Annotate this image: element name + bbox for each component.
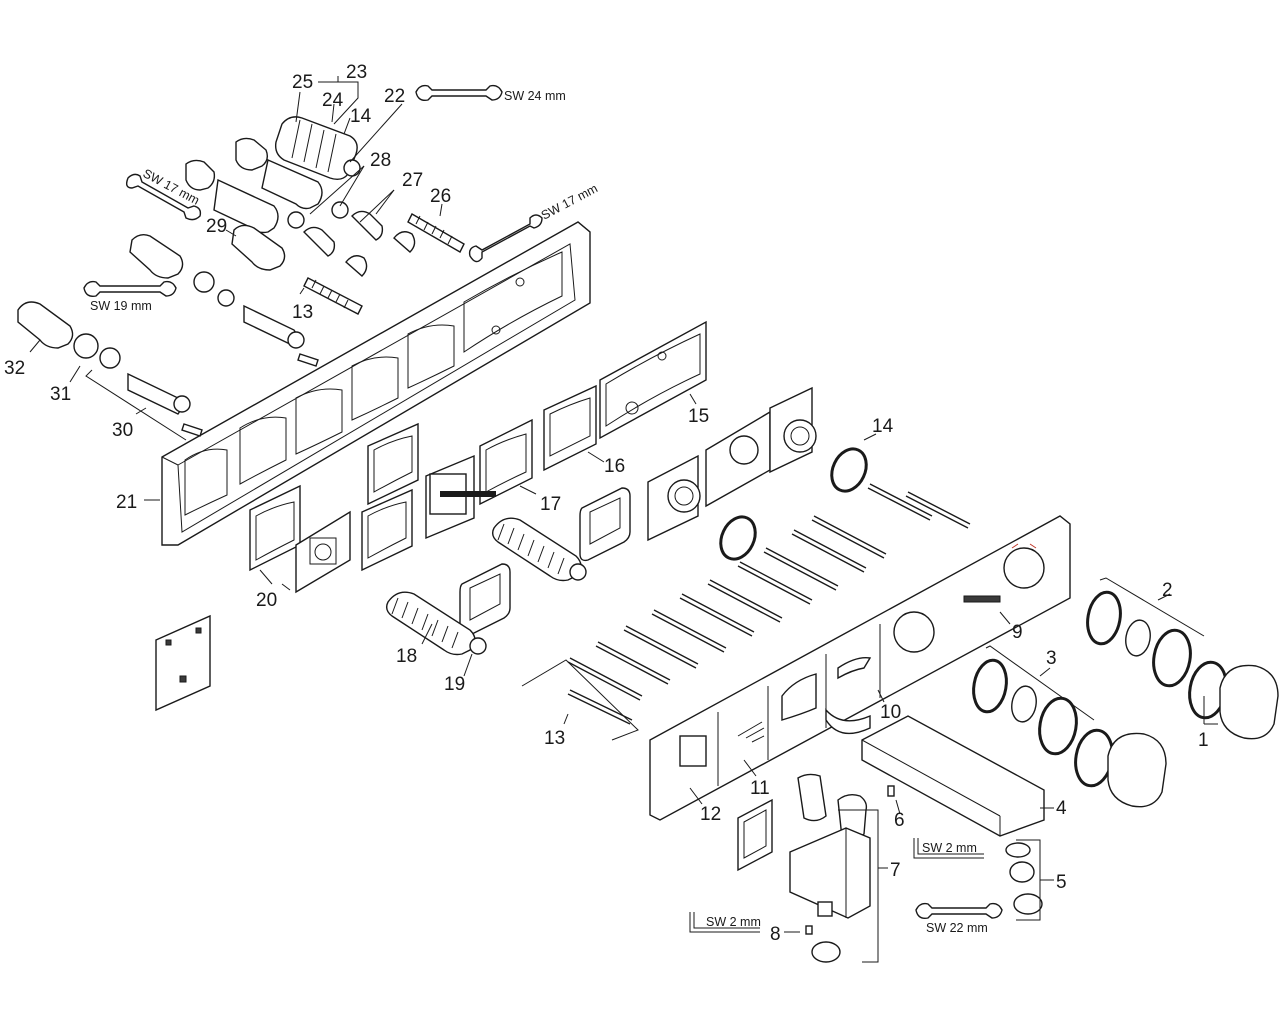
- mounting-frame: [161, 221, 591, 546]
- label-part-12: 12: [700, 804, 721, 825]
- label-part-16: 16: [604, 456, 625, 477]
- tool-label-sw2-upper: SW 2 mm: [922, 841, 977, 855]
- tool-label-sw22: SW 22 mm: [926, 921, 988, 935]
- label-part-5: 5: [1056, 872, 1067, 893]
- tool-label-sw19: SW 19 mm: [90, 299, 152, 313]
- o-rings: [719, 447, 868, 561]
- handle-set-2: [1086, 590, 1279, 740]
- label-part-19: 19: [444, 674, 465, 695]
- label-part-17: 17: [540, 494, 561, 515]
- label-part-6: 6: [894, 810, 905, 831]
- leader-lines: [29, 76, 1218, 963]
- tool-label-sw17-right: SW 17 mm: [539, 181, 600, 222]
- screws-set: [567, 483, 971, 725]
- front-panel: [649, 515, 1071, 821]
- label-part-32: 32: [4, 358, 25, 379]
- label-part-27: 27: [402, 170, 423, 191]
- label-part-14-cartridge: 14: [350, 106, 372, 127]
- label-part-13-screws: 13: [544, 728, 565, 749]
- label-part-7: 7: [890, 860, 901, 881]
- label-part-10: 10: [880, 702, 901, 723]
- flexible-hoses: [385, 517, 587, 656]
- label-part-4: 4: [1056, 798, 1067, 819]
- label-part-24: 24: [322, 90, 344, 111]
- label-part-21: 21: [116, 492, 137, 513]
- label-part-25: 25: [292, 72, 313, 93]
- part-number-labels: 1 2 3 4 5 6 7 8 9 10 11 12 13 13 14 14 1…: [4, 62, 1209, 945]
- label-part-28: 28: [370, 150, 391, 171]
- label-part-2: 2: [1162, 580, 1173, 601]
- gasket-square: [737, 798, 773, 872]
- label-part-14-o-ring: 14: [872, 416, 894, 437]
- label-part-20: 20: [256, 590, 277, 611]
- cartridges: [17, 116, 465, 437]
- label-part-3: 3: [1046, 648, 1057, 669]
- label-part-1: 1: [1198, 730, 1209, 751]
- label-part-13-studs: 13: [292, 302, 313, 323]
- valve-bodies: [647, 386, 817, 542]
- mounting-plates: [429, 473, 631, 638]
- label-part-30: 30: [112, 420, 133, 441]
- label-part-29: 29: [206, 216, 227, 237]
- small-parts: [805, 785, 1043, 963]
- shelf: [861, 715, 1045, 837]
- label-part-15: 15: [688, 406, 709, 427]
- label-part-23: 23: [346, 62, 367, 83]
- allen-key-icon: [689, 838, 984, 933]
- tool-label-sw2-lower: SW 2 mm: [706, 915, 761, 929]
- tool-label-sw24: SW 24 mm: [504, 89, 566, 103]
- label-part-22: 22: [384, 86, 405, 107]
- label-part-11: 11: [750, 778, 770, 799]
- label-part-18: 18: [396, 646, 417, 667]
- label-part-9: 9: [1012, 622, 1023, 643]
- wrench-icon: [83, 84, 1003, 920]
- label-part-26: 26: [430, 186, 451, 207]
- label-part-8: 8: [770, 924, 781, 945]
- cover-plate: [155, 614, 211, 712]
- shower-holder: [789, 773, 871, 919]
- label-part-31: 31: [50, 384, 71, 405]
